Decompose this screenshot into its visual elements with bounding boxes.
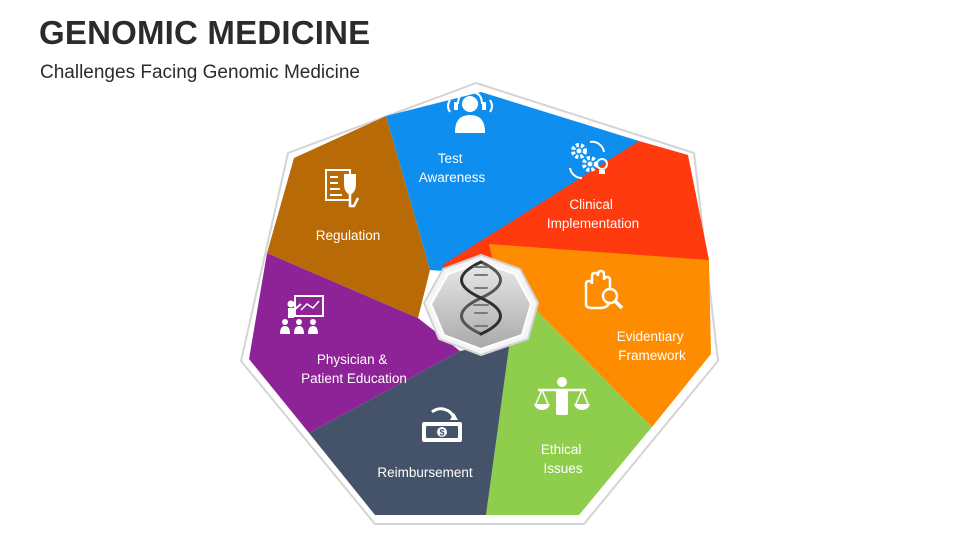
label-reimbursement: Reimbursement (377, 465, 473, 480)
label-ethical-issues: Ethical Issues (541, 442, 585, 476)
regulation-document-icon (325, 169, 360, 208)
label-test-awareness: Test Awareness (419, 151, 486, 185)
gears-lightbulb-icon (569, 140, 608, 180)
label-clinical-implementation: Clinical Implementation (547, 197, 639, 231)
svg-text:$: $ (439, 428, 444, 438)
presentation-icon (280, 295, 324, 334)
label-physician-education: Physician & Patient Education (301, 352, 407, 386)
segment-regulation (267, 116, 430, 318)
ethics-scale-icon (534, 377, 590, 415)
page-subtitle: Challenges Facing Genomic Medicine (40, 62, 360, 83)
hand-magnifier-icon (584, 269, 624, 310)
segment-evidentiary-framework (489, 244, 711, 427)
segment-physician-education (249, 253, 460, 433)
page-title: GENOMIC MEDICINE (39, 14, 371, 51)
label-regulation: Regulation (316, 228, 381, 243)
consultant-icon (447, 90, 493, 133)
segment-ethical-issues (486, 303, 652, 515)
label-evidentiary-framework: Evidentiary Framework (617, 329, 688, 363)
segment-clinical-implementation (441, 141, 709, 275)
segment-test-awareness (386, 92, 639, 275)
dna-icon (460, 260, 502, 336)
money-icon: $ (422, 407, 462, 442)
segment-reimbursement (309, 340, 510, 515)
